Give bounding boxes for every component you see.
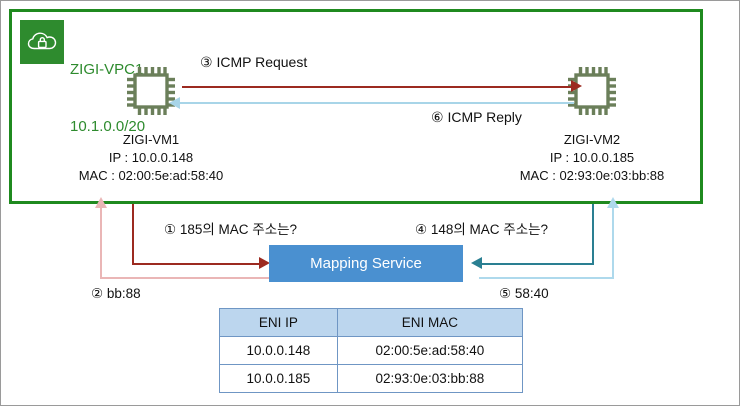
vm2-answer-arrowhead	[607, 197, 619, 208]
flow-label-icmp-reply: ⑥ ICMP Reply	[431, 109, 522, 125]
vm1-answer-arrow-horizontal	[100, 277, 270, 279]
table-cell-ip: 10.0.0.185	[219, 364, 338, 393]
vm1-name: ZIGI-VM1	[122, 132, 180, 147]
table-cell-mac: 02:93:0e:03:bb:88	[336, 364, 524, 393]
vm2-query-arrow-vertical	[592, 204, 594, 265]
icmp-request-arrow-line	[182, 86, 574, 88]
vm1-mac: MAC : 02:00:5e:ad:58:40	[78, 168, 224, 183]
icmp-reply-arrowhead	[169, 97, 180, 109]
table-header-eni-ip: ENI IP	[219, 308, 338, 337]
vm1-answer-arrow-vertical	[100, 206, 102, 278]
table-row: 10.0.0.185 02:93:0e:03:bb:88	[219, 364, 524, 393]
vm1-query-arrow-horizontal	[132, 263, 262, 265]
flow-label-vm1-answer: ② bb:88	[91, 286, 141, 301]
table-header-row: ENI IP ENI MAC	[219, 308, 524, 337]
vm1-ip: IP : 10.0.0.148	[108, 150, 194, 165]
vpc-name: ZIGI-VPC1	[70, 61, 144, 78]
mapping-service-label: Mapping Service	[310, 255, 422, 272]
vm2-query-arrowhead	[471, 257, 482, 269]
icmp-reply-arrow-line	[179, 102, 574, 104]
table-cell-ip: 10.0.0.148	[219, 336, 338, 365]
eni-mapping-table: ENI IP ENI MAC 10.0.0.148 02:00:5e:ad:58…	[219, 308, 524, 393]
flow-label-icmp-request: ③ ICMP Request	[200, 54, 308, 70]
cloud-lock-icon	[20, 20, 64, 64]
mapping-service-box[interactable]: Mapping Service	[269, 245, 463, 282]
icmp-request-arrowhead	[571, 80, 582, 92]
vm2-ip: IP : 10.0.0.185	[549, 150, 635, 165]
vm2-name: ZIGI-VM2	[563, 132, 621, 147]
cpu-chip-icon	[122, 62, 180, 120]
vm2-mac: MAC : 02:93:0e:03:bb:88	[519, 168, 665, 183]
flow-label-vm1-query: ① 185의 MAC 주소는?	[164, 222, 298, 237]
vm2-query-arrow-horizontal	[482, 263, 594, 265]
table-row: 10.0.0.148 02:00:5e:ad:58:40	[219, 336, 524, 365]
table-header-eni-mac: ENI MAC	[336, 308, 524, 337]
flow-label-vm2-answer: ⑤ 58:40	[499, 286, 549, 301]
vm2-info: ZIGI-VM2 IP : 10.0.0.185 MAC : 02:93:0e:…	[461, 131, 723, 185]
vm2-answer-arrow-horizontal	[479, 277, 614, 279]
vm1-info: ZIGI-VM1 IP : 10.0.0.148 MAC : 02:00:5e:…	[21, 131, 281, 185]
vm2-answer-arrow-vertical	[612, 206, 614, 278]
vm1-query-arrowhead	[259, 257, 270, 269]
flow-label-vm2-query: ④ 148의 MAC 주소는?	[415, 222, 549, 237]
vpc-cidr: 10.1.0.0/20	[70, 118, 146, 135]
vm1-query-arrow-vertical	[132, 204, 134, 265]
vpc-label: ZIGI-VPC1 10.1.0.0/20	[70, 22, 145, 174]
table-cell-mac: 02:00:5e:ad:58:40	[336, 336, 524, 365]
vm1-answer-arrowhead	[95, 197, 107, 208]
